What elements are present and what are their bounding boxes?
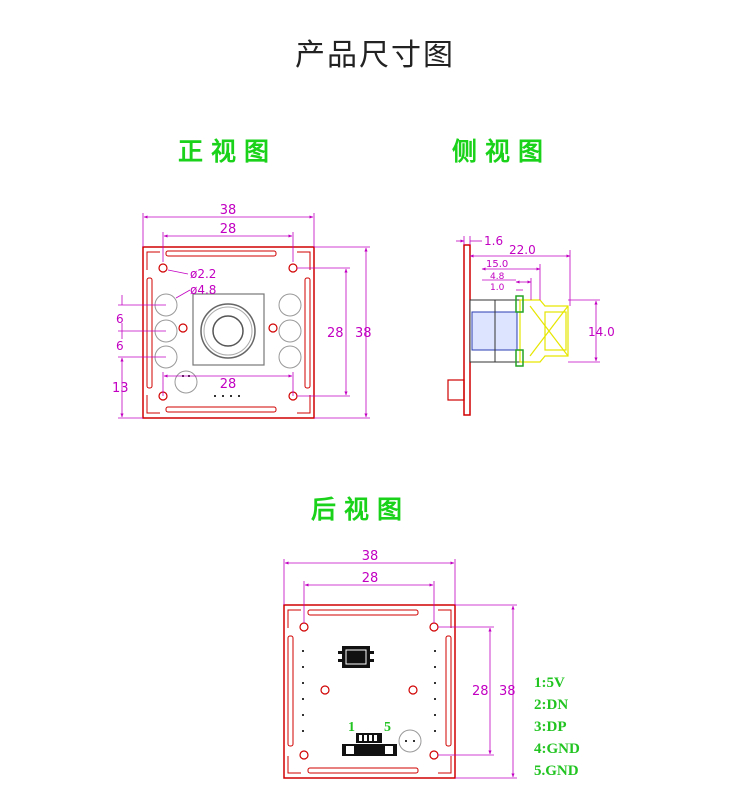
pinout-item: 1:5V	[534, 675, 565, 691]
side-board	[463, 244, 471, 416]
front-lens-holder	[192, 293, 265, 366]
front-dim-bottom-offset: 13	[112, 381, 129, 396]
pinout-item: 2:DN	[534, 697, 569, 713]
front-dim-spacing-b: 6	[116, 339, 124, 353]
back-board	[283, 604, 456, 779]
front-dim-hole-small: ø2.2	[190, 267, 216, 281]
back-dim-width-outer: 38	[362, 549, 379, 564]
front-lens	[200, 303, 256, 359]
side-dim-small-depth: 1.0	[490, 283, 505, 293]
side-dim-total-depth: 22.0	[509, 243, 536, 257]
connector-pin-last: 5	[384, 720, 391, 735]
pinout-item: 3:DP	[534, 719, 567, 735]
front-dim-width-outer: 38	[220, 203, 237, 218]
front-hole-tl	[158, 263, 168, 273]
page-title: 产品尺寸图	[295, 38, 455, 73]
connector-pin-first: 1	[348, 720, 355, 735]
front-dim-height-holes: 28	[327, 326, 344, 341]
back-dim-height-holes: 28	[472, 684, 489, 699]
side-dim-lens-height: 14.0	[588, 325, 615, 339]
front-view-title: 正视图	[178, 137, 278, 166]
side-dim-lens-depth: 15.0	[486, 259, 508, 270]
pinout-item: 5.GND	[534, 763, 579, 779]
front-view: 38 28 ø2.2 ø4.8 6 6 13 28 28 38	[112, 203, 372, 419]
front-dim-width-holes: 28	[220, 222, 237, 237]
back-dim-height-outer: 38	[499, 684, 516, 699]
pinout-item: 4:GND	[534, 741, 580, 757]
side-view-title: 侧视图	[452, 137, 552, 166]
front-dim-hole-large: ø4.8	[190, 283, 216, 297]
side-lens	[519, 299, 569, 363]
front-hole-tr	[288, 263, 298, 273]
side-dim-mid-depth: 4.8	[490, 272, 505, 282]
side-view: 1.6 22.0 15.0 4.8 1.0 14.0	[447, 234, 615, 416]
back-view: 1 5 38 28 28 38	[283, 549, 517, 779]
side-dim-thickness: 1.6	[484, 234, 503, 248]
front-dim-height-outer: 38	[355, 326, 372, 341]
back-connector	[342, 733, 397, 756]
front-board	[142, 246, 315, 419]
back-view-title: 后视图	[311, 495, 411, 524]
back-dim-width-holes: 28	[362, 571, 379, 586]
front-dim-spacing-a: 6	[116, 312, 124, 326]
side-connector	[447, 379, 465, 401]
front-dim-width-bottom: 28	[220, 377, 237, 392]
back-chip	[338, 646, 374, 668]
